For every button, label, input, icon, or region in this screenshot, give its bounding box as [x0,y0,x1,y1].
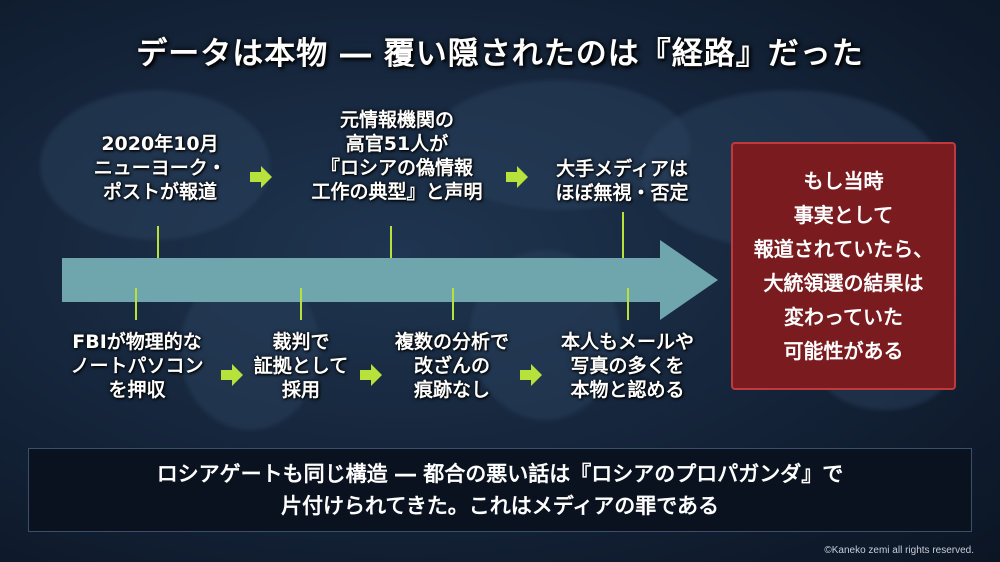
event-tick [390,226,392,258]
conclusion-text: もし当時 事実として 報道されていたら、 大統領選の結果は 変わっていた 可能性… [753,169,934,363]
conclusion-box: もし当時 事実として 報道されていたら、 大統領選の結果は 変わっていた 可能性… [731,142,956,390]
chevron-right-icon [520,364,542,386]
copyright-notice: ©Kaneko zemi all rights reserved. [824,545,974,556]
chevron-right-icon [506,166,528,188]
chevron-right-icon [360,364,382,386]
chevron-right-icon [221,364,243,386]
event-tick [627,288,629,320]
event-tick [452,288,454,320]
event-tick [622,212,624,258]
event-51-officials-statement: 元情報機関の 高官51人が 『ロシアの偽情報 工作の典型』と声明 [311,109,483,203]
event-tick [300,288,302,320]
chevron-right-icon [250,166,272,188]
event-fbi-seized-laptop: FBIが物理的な ノートパソコン を押収 [70,331,204,401]
summary-banner: ロシアゲートも同じ構造 ― 都合の悪い話は『ロシアのプロパガンダ』で 片付けられ… [28,448,972,532]
summary-text: ロシアゲートも同じ構造 ― 都合の悪い話は『ロシアのプロパガンダ』で 片付けられ… [156,462,844,518]
page-title: データは本物 ― 覆い隠されたのは『経路』だった [136,36,864,72]
event-tick [157,226,159,258]
event-media-ignored: 大手メディアは ほぼ無視・否定 [555,158,689,204]
timeline-arrow-shape [62,240,718,320]
event-ny-post-report: 2020年10月 ニューヨーク・ ポストが報道 [93,133,227,203]
event-tick [135,288,137,320]
event-no-tampering: 複数の分析で 改ざんの 痕跡なし [394,331,509,401]
event-authenticity-acknowledged: 本人もメールや 写真の多くを 本物と認める [560,331,694,401]
event-court-evidence: 裁判で 証拠として 採用 [253,331,349,401]
map-background [40,90,270,240]
map-background [430,80,690,210]
